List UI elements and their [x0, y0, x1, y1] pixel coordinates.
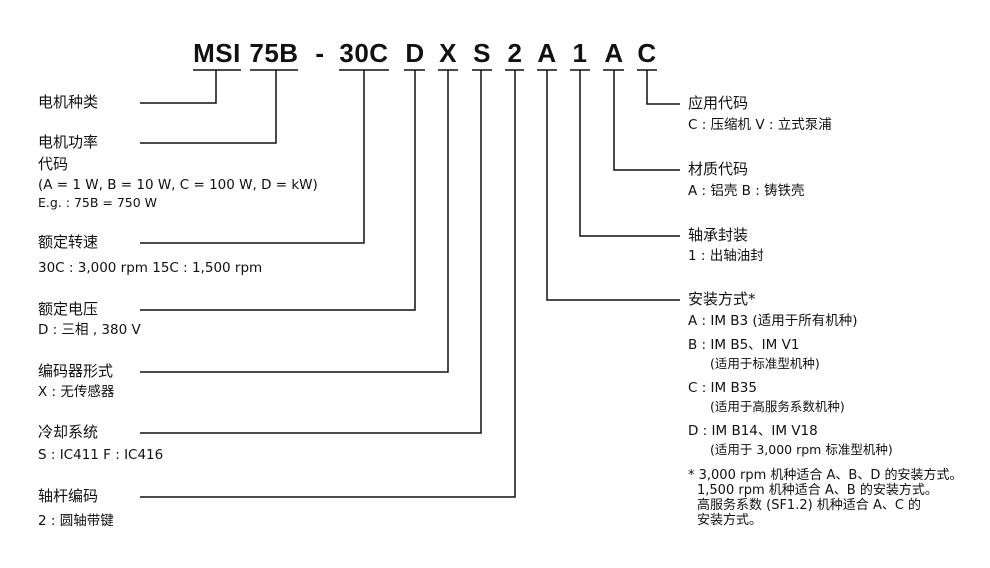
footnote-line-2: 1,500 rpm 机种适合 A、B 的安装方式。	[697, 483, 938, 498]
mounting-option-b-note: (适用于标准型机种)	[710, 356, 820, 371]
mounting-option-c-note: (适用于高服务系数机种)	[710, 399, 845, 414]
label-power-desc: (A = 1 W, B = 10 W, C = 100 W, D = kW)	[38, 177, 318, 193]
leader-cooling	[140, 70, 482, 434]
mounting-footnote: * 3,000 rpm 机种适合 A、B、D 的安装方式。 1,500 rpm …	[688, 468, 962, 528]
code-a1: A	[537, 38, 557, 68]
label-encoder: 编码器形式	[38, 362, 114, 380]
leader-encoder	[140, 70, 449, 373]
leader-application	[646, 70, 680, 105]
label-voltage-desc: D : 三相 , 380 V	[38, 322, 141, 338]
label-power-line1: 电机功率	[38, 133, 99, 151]
label-speed-desc: 30C : 3,000 rpm 15C : 1,500 rpm	[38, 260, 263, 276]
code-x: X	[439, 38, 457, 68]
leader-motor-type	[140, 70, 217, 104]
mounting-option-d: D : IM B14、IM V18	[688, 423, 818, 439]
label-voltage: 额定电压	[38, 300, 99, 318]
label-power-line2: 代码	[38, 155, 69, 173]
label-cooling: 冷却系统	[38, 423, 99, 441]
label-speed: 额定转速	[38, 233, 99, 251]
footnote-line-3: 高服务系数 (SF1.2) 机种适合 A、C 的	[697, 498, 922, 513]
leader-power	[140, 70, 277, 144]
label-bearing: 轴承封装	[688, 226, 749, 244]
footnote-line-1: * 3,000 rpm 机种适合 A、B、D 的安装方式。	[688, 468, 963, 483]
leader-speed	[140, 70, 365, 244]
code-30c: 30C	[339, 38, 389, 68]
code-c: C	[637, 38, 657, 68]
label-shaft: 轴杆编码	[38, 487, 99, 505]
code-1: 1	[572, 38, 588, 68]
leader-bearing	[579, 70, 680, 237]
label-application: 应用代码	[688, 94, 749, 112]
mounting-option-b: B : IM B5、IM V1	[688, 337, 800, 353]
label-material: 材质代码	[688, 160, 749, 178]
label-cooling-desc: S : IC411 F : IC416	[38, 447, 164, 463]
mounting-option-c: C : IM B35	[688, 380, 757, 396]
label-bearing-desc: 1 : 出轴油封	[688, 248, 764, 264]
code-s: S	[473, 38, 491, 68]
label-encoder-desc: X : 无传感器	[38, 384, 115, 400]
mounting-option-a: A : IM B3 (适用于所有机种)	[688, 313, 858, 329]
code-2: 2	[507, 38, 523, 68]
label-mounting: 安装方式*	[688, 290, 756, 308]
code-75b: 75B	[249, 38, 299, 68]
label-material-desc: A : 铝壳 B : 铸铁壳	[688, 183, 805, 199]
leader-material	[613, 70, 680, 171]
leader-voltage	[140, 70, 416, 311]
footnote-line-4: 安装方式。	[697, 513, 763, 528]
code-a2: A	[604, 38, 624, 68]
code-msi: MSI	[193, 38, 241, 68]
label-shaft-desc: 2 : 圆轴带键	[38, 513, 114, 529]
leader-mounting	[546, 70, 680, 301]
code-d: D	[405, 38, 425, 68]
mounting-option-d-note: (适用于 3,000 rpm 标准型机种)	[710, 442, 893, 457]
label-motor-type: 电机种类	[38, 93, 99, 111]
label-application-desc: C : 压缩机 V : 立式泵浦	[688, 117, 832, 133]
leader-shaft	[140, 70, 516, 498]
label-power-example: E.g. : 75B = 750 W	[38, 195, 158, 210]
code-dash: -	[315, 38, 325, 68]
